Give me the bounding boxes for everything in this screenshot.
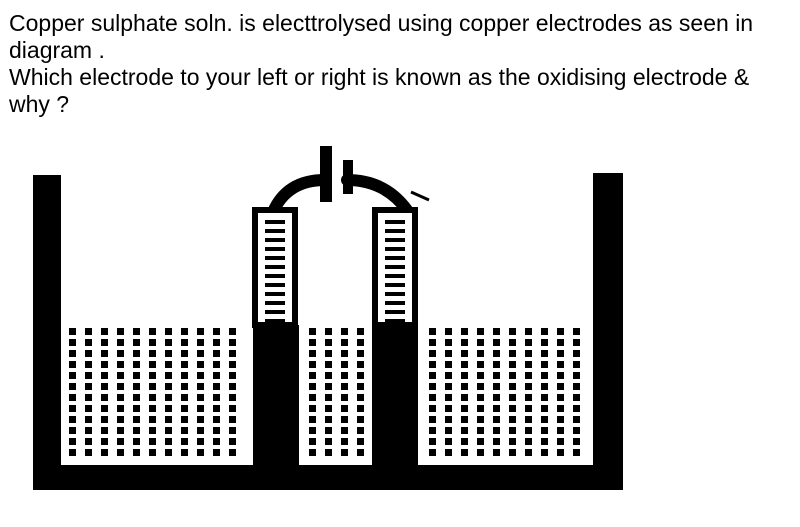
connecting-wire: [267, 174, 413, 218]
question-line-2: Which electrode to your left or right is…: [9, 64, 750, 117]
tank-right-wall: [593, 173, 623, 490]
tank-base: [33, 465, 623, 490]
tank-left-wall: [33, 175, 61, 490]
wire-terminal: [410, 190, 430, 202]
question-text: Copper sulphate soln. is electtrolysed u…: [9, 10, 789, 118]
copper-sulphate-solution: [69, 328, 580, 456]
right-electrode: [372, 207, 418, 465]
battery-cell-short: [343, 160, 353, 194]
electrolysis-diagram: [33, 146, 623, 490]
left-electrode: [252, 207, 299, 465]
question-line-1: Copper sulphate soln. is electtrolysed u…: [9, 10, 754, 63]
battery-cell-long: [320, 146, 332, 202]
